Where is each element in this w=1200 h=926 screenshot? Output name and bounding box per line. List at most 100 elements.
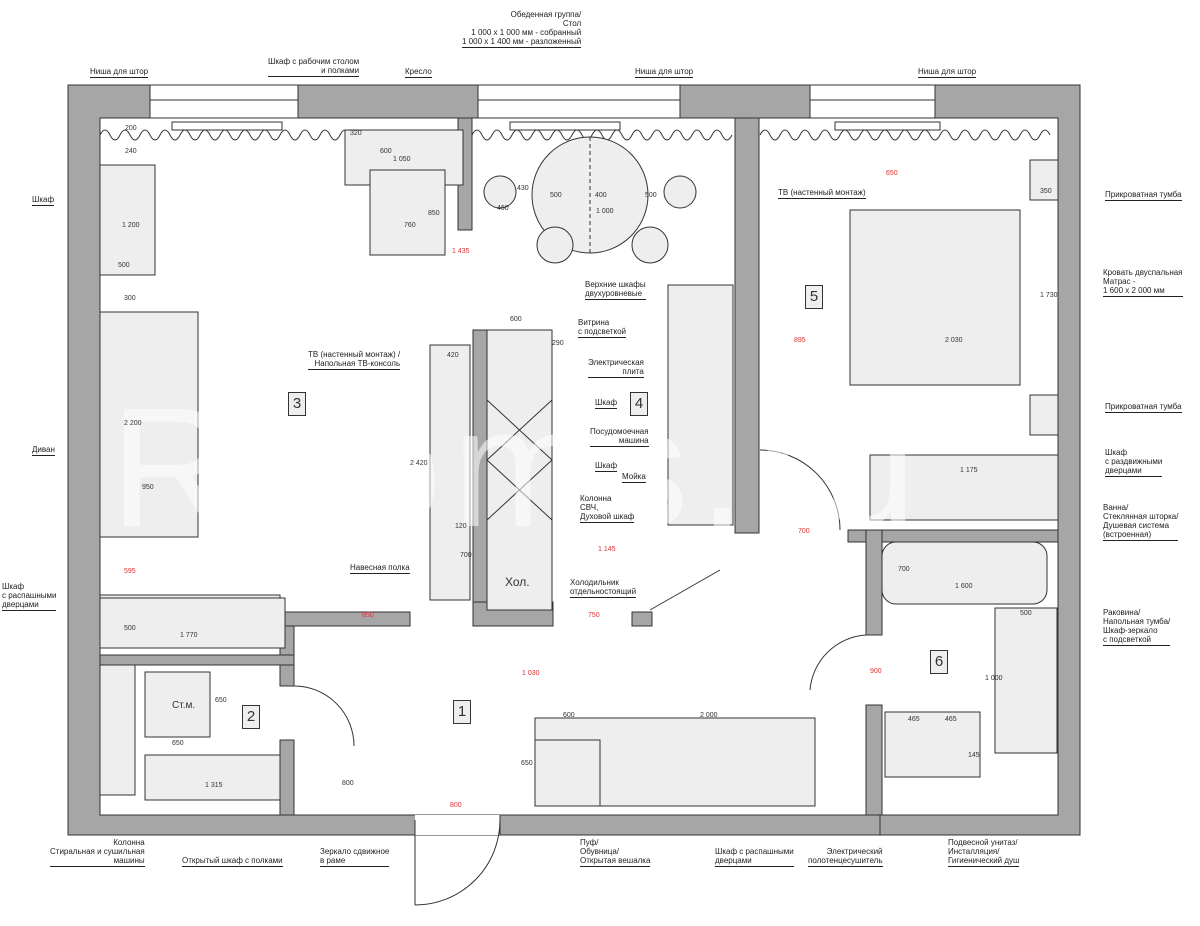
laundry-column [99, 664, 136, 796]
label-curtain-niche-1: Ниша для штор [90, 67, 149, 78]
sofa [99, 311, 199, 538]
watermark: Rooms.ru [110, 373, 927, 563]
bedroom-wardrobe [869, 454, 1059, 521]
door-swing-entrance [414, 819, 501, 906]
label-bedside-2: Прикроватная тумба [1105, 402, 1182, 413]
label-open-wardrobe: Открытый шкаф с полками [182, 856, 283, 867]
label-bedside-1: Прикроватная тумба [1105, 190, 1182, 201]
dim: 1 030 [522, 670, 540, 677]
dim: 950 [142, 484, 154, 491]
label-curtain-niche-3: Ниша для штор [918, 67, 977, 78]
dim: 500 [118, 262, 130, 269]
dim: 400 [595, 192, 607, 199]
label-column-oven: Колонна СВЧ, Духовой шкаф [580, 494, 635, 523]
dim: 595 [124, 568, 136, 575]
dim: 900 [870, 668, 882, 675]
chair-4 [631, 226, 669, 264]
label-cabinet-1: Шкаф [595, 398, 618, 409]
dim: 1 000 [596, 208, 614, 215]
wardrobe-left [99, 164, 156, 276]
window-1 [149, 84, 299, 119]
bed [849, 209, 1021, 386]
chair-2 [663, 175, 697, 209]
fridge-tag: Хол. [505, 575, 530, 589]
chair-1 [483, 175, 517, 209]
dim: 465 [945, 716, 957, 723]
dim: 290 [552, 340, 564, 347]
wall-hall-top-right [631, 611, 653, 627]
label-armchair: Кресло [405, 67, 432, 78]
label-sofa: Диван [32, 445, 55, 456]
room-number-1: 1 [453, 700, 471, 724]
toilet [884, 711, 981, 778]
dim: 800 [450, 802, 462, 809]
room-number-4: 4 [630, 392, 648, 416]
washbasin [994, 607, 1058, 754]
label-showcase: Витрина с подсветкой [578, 318, 627, 338]
label-hall-wardrobe: Шкаф с распашными дверцами [715, 847, 794, 867]
dim: 850 [428, 210, 440, 217]
dim: 650 [172, 740, 184, 747]
label-wardrobe-hinged-left: Шкаф с распашными дверцами [2, 582, 57, 611]
label-washer-column: Колонна Стиральная и сушильная машины [50, 838, 145, 867]
label-toilet: Подвесной унитаз/ Инсталляция/ Гигиениче… [948, 838, 1020, 867]
dim: 1 730 [1040, 292, 1058, 299]
room-number-3: 3 [288, 392, 306, 416]
tv-console [429, 344, 471, 601]
label-sink: Мойка [622, 472, 646, 483]
dim: 650 [886, 170, 898, 177]
dim: 600 [510, 316, 522, 323]
dim: 1 600 [955, 583, 973, 590]
dim: 2 200 [124, 420, 142, 427]
label-bed: Кровать двуспальная Матрас - 1 600 х 2 0… [1103, 268, 1183, 297]
armchair [369, 169, 446, 256]
label-bath: Ванна/ Стеклянная шторка/ Душевая систем… [1103, 503, 1179, 541]
dim: 700 [460, 552, 472, 559]
dim: 850 [362, 612, 374, 619]
dim: 600 [380, 148, 392, 155]
wall-wc-left [865, 704, 883, 816]
dim: 460 [497, 205, 509, 212]
label-dining: Обеденная группа/ Стол 1 000 х 1 000 мм … [462, 10, 582, 48]
chair-3 [536, 226, 574, 264]
radiator-1 [171, 121, 283, 131]
dim: 1 200 [122, 222, 140, 229]
window-2 [477, 84, 681, 119]
washer [144, 671, 211, 738]
door-swing-bath [809, 634, 867, 691]
wall-laundry-top [99, 654, 295, 666]
dim: 600 [563, 712, 575, 719]
dim: 895 [794, 337, 806, 344]
dim: 1 770 [180, 632, 198, 639]
dim: 200 [125, 125, 137, 132]
dim: 500 [1020, 610, 1032, 617]
door-swing-bedroom [759, 449, 841, 531]
dim: 320 [350, 130, 362, 137]
label-wardrobe-sliding: Шкаф с раздвижными дверцами [1105, 448, 1163, 477]
radiator-2 [509, 121, 621, 131]
dim: 240 [125, 148, 137, 155]
pouf [534, 739, 601, 807]
bathtub [881, 541, 1048, 605]
dim: 650 [521, 760, 533, 767]
dim: 2 420 [410, 460, 428, 467]
dim: 1 145 [598, 546, 616, 553]
dim: 350 [1040, 188, 1052, 195]
radiator-3 [834, 121, 941, 131]
label-desk-wardrobe: Шкаф с рабочим столом и полками [268, 57, 360, 77]
room-number-2: 2 [242, 705, 260, 729]
label-pouf: Пуф/ Обувница/ Открытая вешалка [580, 838, 651, 867]
dim: 145 [968, 752, 980, 759]
label-tv-wall: ТВ (настенный монтаж) [778, 188, 866, 199]
bedside-1 [1029, 159, 1059, 201]
label-washbasin: Раковина/ Напольная тумба/ Шкаф-зеркало … [1103, 608, 1171, 646]
dim: 700 [798, 528, 810, 535]
label-curtain-niche-2: Ниша для штор [635, 67, 694, 78]
label-stove: Электрическая плита [588, 358, 644, 378]
dim: 2 030 [945, 337, 963, 344]
wall-bottom-right [499, 814, 881, 836]
label-towel-dryer: Электрический полотенцесушитель [808, 847, 883, 867]
wardrobe-hinged-left [99, 597, 286, 649]
dim: 1 050 [393, 156, 411, 163]
